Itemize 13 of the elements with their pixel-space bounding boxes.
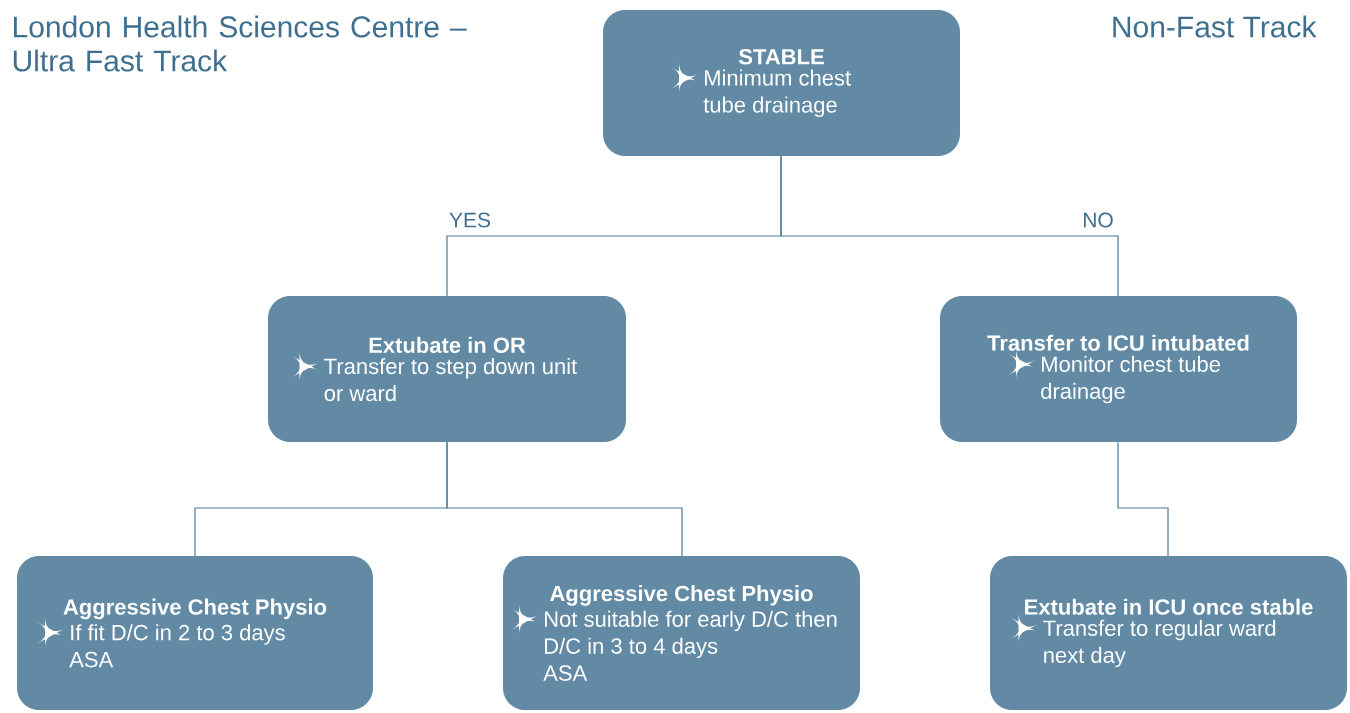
process-box: Extubate in ICU once stable Transfer to regular ward next day [990, 556, 1347, 710]
process-box: Transfer to ICU intubated Monitor chest tube drainage [940, 296, 1297, 442]
heading-label: Non-Fast Track [1113, 15, 1317, 38]
connector-line [446, 441, 683, 557]
process-box: Aggressive Chest Physio If fit D/C in 2 to 3 days ASA [17, 556, 373, 710]
edge-label: YES [449, 212, 491, 228]
title: London Health Sciences Centre – Ultra Fast Track [13, 15, 467, 72]
connector-line [780, 155, 1119, 297]
process-box: STABLE Minimum chest tube drainage [603, 10, 960, 156]
process-box: Aggressive Chest Physio Not suitable for early D/C then D/C in 3 to 4 days ASA [503, 556, 860, 710]
connector-line [1117, 441, 1169, 557]
edge-label: NO [1084, 212, 1113, 228]
process-box: Extubate in OR Transfer to step down unit or ward [268, 296, 626, 442]
